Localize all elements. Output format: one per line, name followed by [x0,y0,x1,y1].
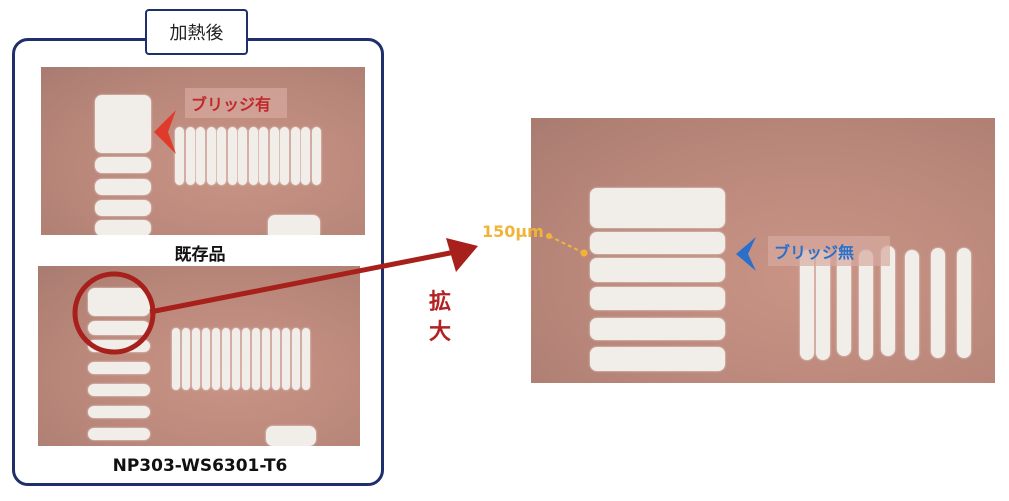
solder-pad [238,127,247,185]
solder-pad [905,250,919,360]
solder-pad [88,406,150,418]
solder-pad [88,321,150,335]
solder-pad [185,127,195,185]
solder-pad [590,287,725,310]
arrow-head-icon [446,238,478,272]
solder-pad [931,248,945,358]
dimension-pointer [546,233,588,257]
solder-pad [95,220,151,235]
solder-pad [95,179,151,195]
zoomed-photo [531,118,995,383]
solder-pad [280,127,289,185]
solder-pad [859,250,873,360]
bridge-absent-label: ブリッジ無 [768,236,890,266]
solder-pad [957,248,971,358]
solder-pad [816,250,830,360]
solder-pad [252,328,260,390]
red-chevron-icon [154,110,176,154]
solder-pad [292,328,300,390]
new-product-photo [38,266,360,446]
solder-pad [242,328,250,390]
solder-pad [837,246,851,356]
solder-pad [881,246,895,356]
solder-pad [311,127,321,185]
solder-pad [290,127,300,185]
new-product-caption: NP303-WS6301-T6 [112,456,288,476]
solder-pad [206,127,216,185]
solder-pad [590,232,725,254]
solder-pad [272,328,280,390]
solder-pad [182,328,190,390]
solder-pad [590,347,725,371]
solder-pad [88,384,150,396]
solder-pad [269,127,279,185]
bridge-present-label: ブリッジ有 [185,88,287,118]
dimension-label: 150μm [482,222,544,241]
solder-pad [800,250,814,360]
solder-pad [88,428,150,440]
after-heating-label: 加熱後 [145,9,248,55]
solder-pad [590,258,725,282]
solder-pad [88,288,150,316]
solder-pad [232,328,240,390]
solder-pad [217,127,226,185]
solder-pad [192,328,200,390]
solder-pad [95,200,151,216]
solder-pad [212,328,220,390]
blue-chevron-icon [736,237,756,271]
solder-pad [266,426,316,446]
solder-pad [302,328,310,390]
solder-pad [202,328,210,390]
zoom-label: 拡大 [428,290,451,345]
solder-pad [222,328,230,390]
solder-pad [301,127,310,185]
solder-pad [95,157,151,173]
solder-pad [88,362,150,374]
solder-pad [227,127,237,185]
solder-pad [95,95,151,153]
solder-pad [175,127,184,185]
arrow-shaft [149,249,456,315]
solder-pad [282,328,290,390]
solder-pad [590,188,725,228]
solder-pad [262,328,270,390]
highlight-circle [72,271,156,355]
solder-pad [172,328,180,390]
existing-product-caption: 既存品 [174,245,226,265]
solder-pad [590,318,725,340]
solder-pad [259,127,268,185]
solder-pad [196,127,205,185]
solder-pad [268,215,320,235]
solder-pad [248,127,258,185]
